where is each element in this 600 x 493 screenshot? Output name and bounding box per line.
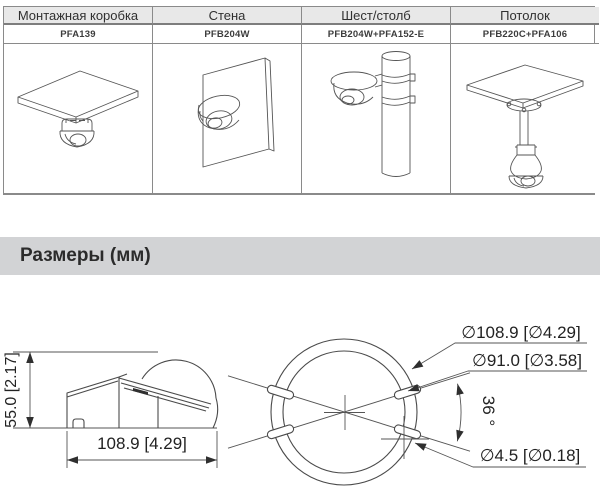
mount-model-wall: PFB204W [152,25,301,44]
mount-circle-diameter-dimension-label: ∅91.0 [∅3.58] [472,351,582,370]
side-width-dimension-label: 108.9 [4.29] [97,434,187,453]
mount-col-title-label: Шест/столб [341,7,411,23]
dimensions-drawing-area: 55.0 [2.17] [0,275,600,493]
section-header-dimensions: Размеры (мм) [0,237,600,275]
mount-model-label: PFA139 [60,28,96,40]
mount-col-title-label: Стена [208,7,246,23]
mount-model-label: PFB204W [204,28,250,40]
ceiling-pendant-mount-illustration [450,44,599,193]
ceiling-pendant-mount-drawing [466,64,584,188]
junction-box-mount-drawing [17,70,139,147]
side-height-dimension-label: 55.0 [2.17] [3,352,20,428]
side-view-drawing: 55.0 [2.17] [3,351,219,468]
section-title: Размеры (мм) [20,245,151,266]
pole-mount-illustration [301,44,450,193]
mount-model-label: PFB204W+PFA152-E [327,28,425,40]
mount-model-ceiling: PFB220C+PFA106 [450,25,599,44]
slot-angle-dimension-label: 36 ° [479,396,498,426]
mount-col-title-wall: Стена [152,7,301,25]
bottom-view-drawing: 36 ° ∅108.9 [∅4.29] ∅91.0 [∅3.58] ∅4.5 [… [227,323,587,486]
mount-col-title-ceiling: Потолок [450,7,599,25]
outer-diameter-dimension-label: ∅108.9 [∅4.29] [461,323,580,342]
junction-box-mount-illustration [4,44,152,193]
mount-model-pole: PFB204W+PFA152-E [301,25,450,44]
pole-mount-drawing [330,50,416,177]
mount-col-title-pole: Шест/столб [301,7,450,25]
mount-model-label: PFB220C+PFA106 [482,28,568,40]
mount-model-junction-box: PFA139 [4,25,152,44]
mount-options-table: Монтажная коробка Стена Шест/столб Потол… [3,6,599,195]
wall-mount-illustration [152,44,301,193]
hole-diameter-dimension-label: ∅4.5 [∅0.18] [480,446,581,465]
mount-col-title-junction-box: Монтажная коробка [4,7,152,25]
mount-col-title-label: Потолок [500,7,550,23]
dimensions-drawing: 55.0 [2.17] [3,323,587,486]
wall-mount-drawing [197,57,275,167]
mount-col-title-label: Монтажная коробка [17,7,139,23]
